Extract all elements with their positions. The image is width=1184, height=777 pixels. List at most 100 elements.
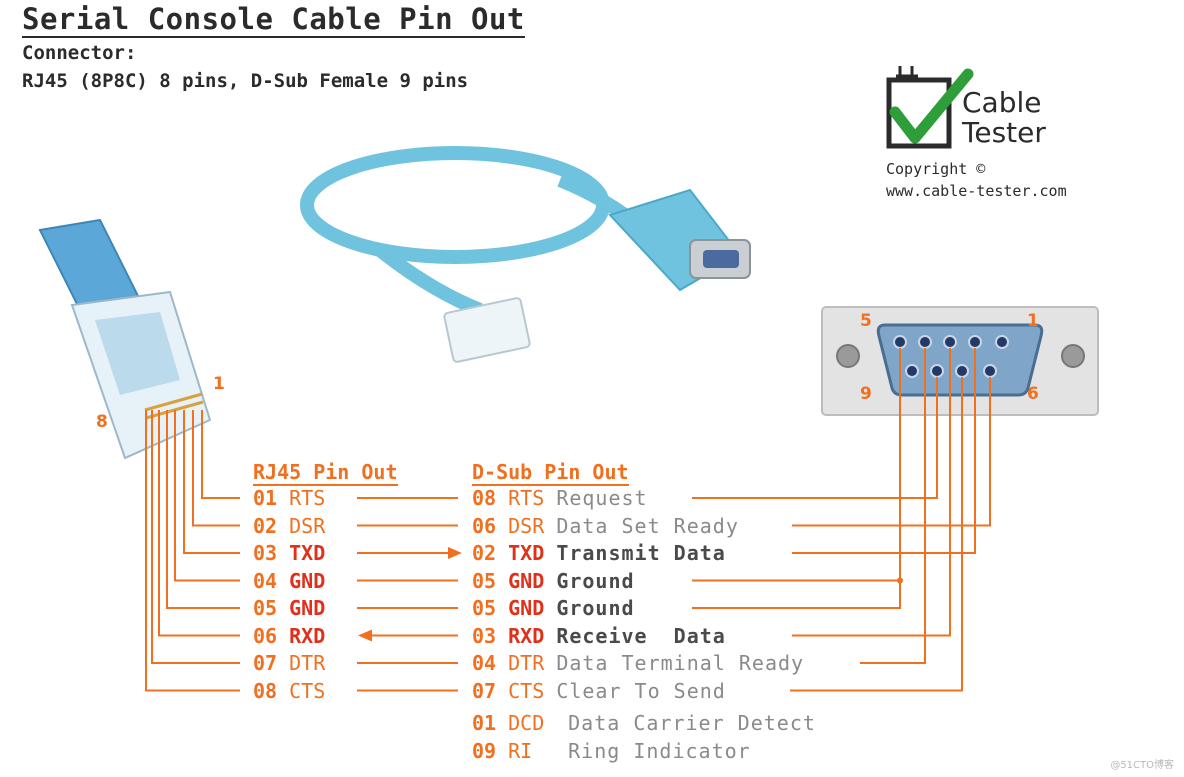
dsub-description: Ring Indicator [568,738,751,763]
dsub-pin-number: 07 [472,678,497,703]
connector-description: RJ45 (8P8C) 8 pins, D-Sub Female 9 pins [22,70,469,92]
dsub-pin-hole [943,335,957,349]
dsub-row: 08 RTS Request [472,486,648,510]
rj45-row: 07 DTR [253,651,325,675]
rj45-wire [158,410,240,637]
rj45-signal: RXD [289,623,326,648]
connector-label: Connector: [22,42,137,64]
dsub-pin-number: 05 [472,596,497,620]
dsub-signal: RI [508,738,533,763]
dsub-row-unconnected: 01 DCD Data Carrier Detect [472,711,816,735]
dsub-description: Request [556,486,648,510]
arrow-right-icon [448,547,462,559]
dsub-row: 05 GND Ground [472,569,635,593]
dsub-pin-hole [918,335,932,349]
dsub-row: 02 TXD Transmit Data [472,541,726,565]
dsub-row: 04 DTR Data Terminal Ready [472,651,804,675]
rj45-pin-number: 02 [253,513,278,538]
dsub-signal: GND [508,596,545,620]
wiring-lines [145,348,991,692]
dsub-signal: RTS [508,486,545,510]
dsub-pinout-header: D-Sub Pin Out [472,460,629,486]
rj45-pin-number: 06 [253,623,278,648]
dsub-pin-hole [893,335,907,349]
dsub-pin-hole [968,335,982,349]
dsub-row: 03 RXD Receive Data [472,624,726,648]
dsub-pin-holes [893,335,1009,378]
dsub-pin-hole [905,364,919,378]
arrow-left-icon [358,629,372,642]
dsub-wire [792,377,991,527]
dsub-row: 06 DSR Data Set Ready [472,514,739,538]
rj45-signal: RTS [289,486,326,510]
dsub-signal: GND [508,568,545,593]
dsub-pin9-label: 9 [860,384,872,404]
rj45-pin-number: 05 [253,596,278,620]
copyright-url: www.cable-tester.com [886,182,1067,200]
dsub-description: Ground [556,568,635,593]
rj45-row: 05 GND [253,596,325,620]
dsub-pin-number: 04 [472,651,497,675]
rj45-pin-number: 03 [253,541,278,565]
dsub-signal: DTR [508,651,545,675]
rj45-signal: GND [289,568,326,593]
page-title: Serial Console Cable Pin Out [22,2,525,38]
logo-word-cable: Cable [962,86,1042,119]
rj45-wire [174,410,240,582]
dsub-pin-hole [995,335,1009,349]
dsub-description: Data Carrier Detect [568,711,816,735]
dsub-pin-number: 01 [472,711,497,735]
dsub-signal: TXD [508,541,545,565]
dsub-pin-number: 03 [472,623,497,648]
rj45-pin-number: 08 [253,678,278,703]
rj45-signal: DSR [289,513,326,538]
dsub-pin-hole [983,364,997,378]
rj45-row: 03 TXD [253,541,325,565]
dsub-description: Clear To Send [556,678,726,703]
rj45-wire [192,410,240,527]
dsub-wire [860,348,926,664]
dsub-wire [692,377,938,499]
rj45-pinout-header: RJ45 Pin Out [253,460,398,486]
dsub-signal: CTS [508,678,545,703]
dsub-pin5-label: 5 [860,311,872,331]
cable-tester-logo-icon [886,66,974,149]
dsub-pin-number: 02 [472,541,497,565]
rj45-signal: CTS [289,678,326,703]
console-cable-illustration [300,146,751,363]
rj45-signal: TXD [289,541,326,565]
dsub-pin-number: 05 [472,568,497,593]
dsub-description: Ground [556,596,635,620]
rj45-row: 08 CTS [253,679,325,703]
rj45-wire [166,410,240,609]
dsub-pin1-label: 1 [1027,311,1039,331]
rj45-pin-number: 04 [253,568,278,593]
logo-word-tester: Tester [962,116,1046,149]
dsub-signal: DSR [508,513,545,538]
dsub-pin-number: 06 [472,513,497,538]
rj45-row: 04 GND [253,569,325,593]
dsub-wire [790,377,963,692]
rj45-pin8-label: 8 [96,412,108,432]
rj45-pin1-label: 1 [213,374,225,394]
dsub-pin-hole [955,364,969,378]
dsub-wire [792,348,976,554]
rj45-wire [201,410,240,499]
dsub-description: Receive Data [556,623,726,648]
dsub-pin-number: 08 [472,486,497,510]
dsub-row: 05 GND Ground [472,596,635,620]
dsub-description: Data Terminal Ready [556,651,805,675]
rj45-row: 01 RTS [253,486,325,510]
dsub-signal: RXD [508,623,545,648]
rj45-pin-number: 07 [253,651,278,675]
dsub-row: 07 CTS Clear To Send [472,679,726,703]
rj45-wire [183,410,240,554]
copyright-text: Copyright © [886,160,986,178]
dsub-wire [792,348,951,637]
dsub-signal: DCD [508,711,545,735]
rj45-pin-number: 01 [253,486,278,510]
rj45-row: 06 RXD [253,624,325,648]
dsub-description: Data Set Ready [556,513,739,538]
